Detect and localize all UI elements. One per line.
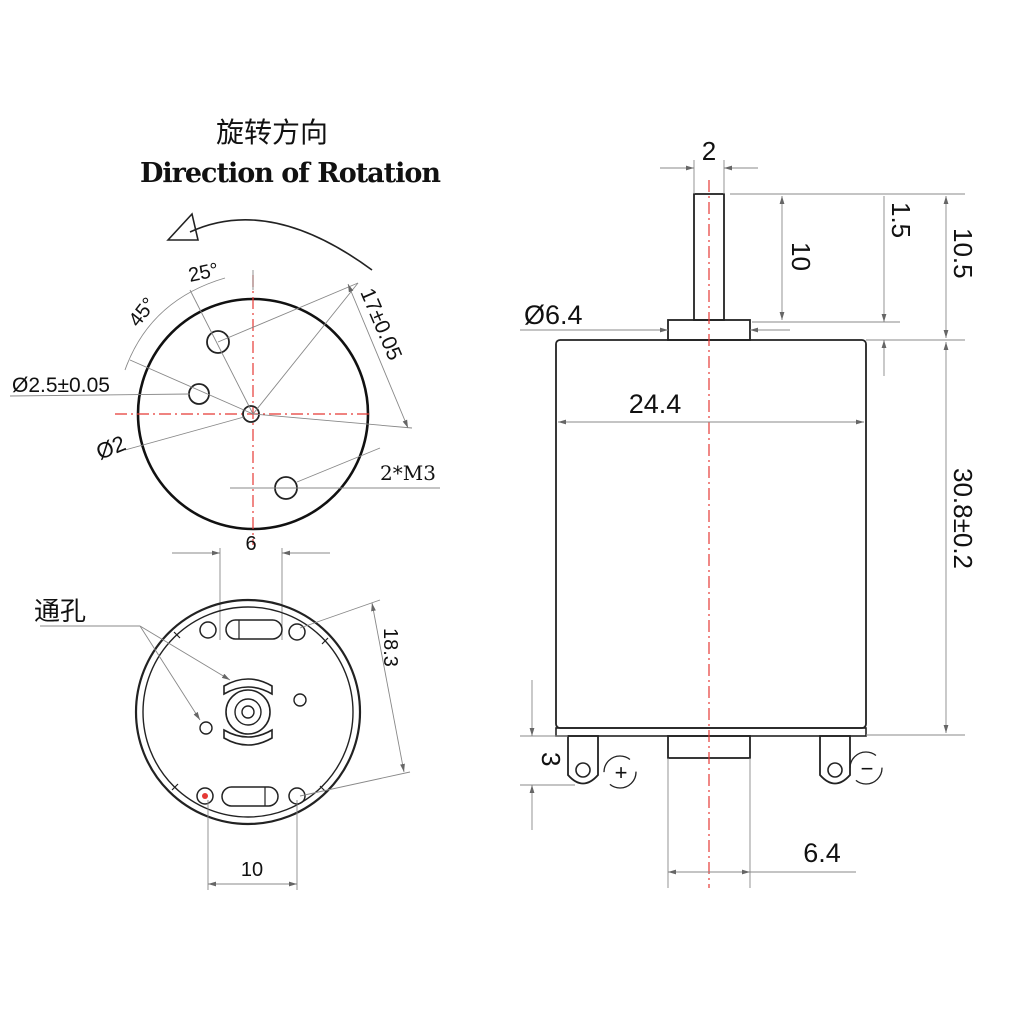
rear-boss-dia-label: 6.4 <box>803 838 841 868</box>
boss-height-label: 1.5 <box>886 202 916 238</box>
marked-hole <box>196 787 214 805</box>
boss-dia-label: Ø6.4 <box>524 300 583 330</box>
front-view: 25° 45° Ø2.5±0.05 Ø2 17±0.05 2*M3 <box>9 259 440 545</box>
rear-view: 6 通孔 18.3 <box>34 533 411 890</box>
angle-25-label: 25° <box>186 259 220 287</box>
terminal-positive <box>567 735 599 785</box>
rear-height-18.3-label: 18.3 <box>379 628 401 667</box>
hole-dia-2.5-label: Ø2.5±0.05 <box>12 374 110 397</box>
shaft-dia-label: 2 <box>702 136 716 166</box>
slot-bottom <box>221 786 279 807</box>
bearing-outer <box>225 689 271 735</box>
body-len-label: 30.8±0.2 <box>948 468 978 569</box>
rear-face-outer <box>134 598 362 826</box>
motor-body <box>555 339 867 729</box>
mount-hole-upper <box>206 330 230 354</box>
total-shaft-label: 10.5 <box>948 228 978 279</box>
pcd-17-label: 17±0.05 <box>355 285 406 364</box>
hole-dia-2-label: Ø2 <box>93 430 130 464</box>
through-hole-label: 通孔 <box>34 596 86 626</box>
rotation-title-en: Direction of Rotation <box>140 158 441 189</box>
shaft-len-label: 10 <box>786 242 816 271</box>
thread-m3-label: 2*M3 <box>380 461 436 485</box>
rear-width-6-label: 6 <box>245 533 256 555</box>
rotation-arrow <box>166 212 373 271</box>
terminal-height-label: 3 <box>536 752 566 766</box>
rear-width-10-label: 10 <box>241 859 263 881</box>
center-hole <box>242 405 260 423</box>
body-dia-label: 24.4 <box>629 389 682 419</box>
positive-mark: + <box>615 760 628 785</box>
negative-mark: − <box>861 756 874 781</box>
terminal-negative <box>819 735 851 785</box>
rotation-title-cn: 旋转方向 <box>216 117 328 148</box>
slot-top <box>225 619 283 640</box>
rear-face-inner <box>142 606 354 818</box>
side-view: + − 2 10 1.5 10.5 30.8±0.2 Ø6.4 <box>520 136 978 888</box>
angle-45-label: 45° <box>125 294 161 331</box>
